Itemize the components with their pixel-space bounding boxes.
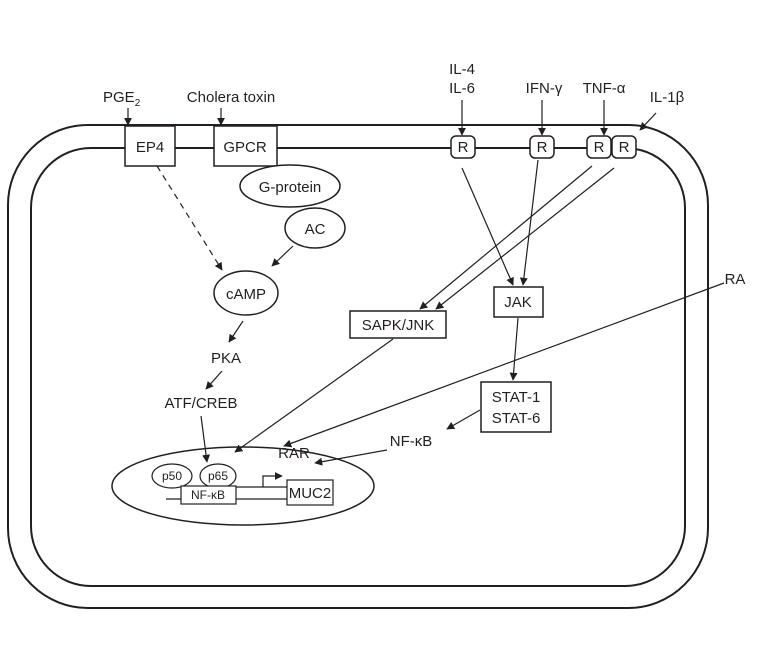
sapk-jnk-box: SAPK/JNK: [349, 310, 447, 339]
p65-subunit: p65: [199, 463, 237, 489]
svg-text:R: R: [619, 139, 630, 156]
arrow-camp-pka: [228, 320, 244, 343]
svg-text:STAT-1: STAT-1: [492, 389, 541, 406]
arrow-pka-atf: [205, 370, 223, 390]
svg-text:R: R: [458, 139, 469, 156]
p50-subunit: p50: [151, 463, 193, 489]
arrow-ifn-jak: [519, 159, 539, 286]
svg-text:GPCR: GPCR: [223, 139, 267, 156]
il-receptor: R: [450, 135, 476, 159]
nfkb-binding-site: NF-κB: [180, 485, 237, 505]
svg-text:MUC2: MUC2: [289, 485, 332, 502]
cell-membrane-outer: [7, 124, 709, 609]
il6-label: IL-6: [449, 80, 475, 97]
arrow-tnf-sapk: [419, 165, 593, 310]
arrow-ac-camp: [271, 245, 294, 267]
arrow-nfkb-nucleus: [314, 449, 388, 466]
jak-box: JAK: [493, 286, 544, 318]
il4-label: IL-4: [449, 61, 475, 78]
il1-receptor: R: [611, 135, 637, 159]
svg-text:R: R: [537, 139, 548, 156]
svg-text:JAK: JAK: [504, 294, 532, 311]
arrow-il1-receptor: [639, 112, 657, 131]
svg-text:G-protein: G-protein: [259, 179, 322, 196]
g-protein-node: G-protein: [239, 164, 341, 208]
svg-text:R: R: [594, 139, 605, 156]
arrow-jak-stat: [509, 317, 519, 381]
svg-text:SAPK/JNK: SAPK/JNK: [362, 317, 435, 334]
svg-text:EP4: EP4: [136, 139, 164, 156]
ep4-receptor: EP4: [124, 125, 176, 167]
ifn-receptor: R: [529, 135, 555, 159]
ra-label: RA: [725, 271, 746, 288]
gpcr-receptor: GPCR: [213, 125, 278, 167]
cholera-toxin-label: Cholera toxin: [187, 89, 275, 106]
arrow-ra-rar: [283, 282, 725, 448]
stat-box: STAT-1 STAT-6: [480, 381, 552, 433]
svg-text:cAMP: cAMP: [226, 286, 266, 303]
svg-text:p65: p65: [208, 469, 228, 483]
arrow-stat-nfkb: [446, 409, 481, 430]
tnf-alpha-label: TNF-α: [583, 80, 626, 97]
nfkb-label: NF-κB: [390, 433, 433, 450]
tnf-receptor: R: [586, 135, 612, 159]
transcription-start-arrow: [262, 472, 283, 487]
pka-label: PKA: [211, 350, 241, 367]
svg-text:AC: AC: [305, 221, 326, 238]
ifn-gamma-label: IFN-γ: [526, 80, 563, 97]
arrow-ep4-camp-dashed: [156, 165, 223, 271]
arrow-il1-sapk: [435, 167, 615, 310]
svg-text:p50: p50: [162, 469, 182, 483]
ac-node: AC: [284, 207, 346, 249]
arrow-il-jak: [461, 167, 514, 286]
cell-membrane-inner: [30, 147, 686, 587]
arrow-atf-nucleus: [200, 415, 211, 463]
svg-text:STAT-6: STAT-6: [492, 410, 541, 427]
pge2-label: PGE2: [103, 89, 141, 109]
nucleus: [111, 446, 375, 526]
arrow-sapk-nucleus: [234, 338, 394, 453]
svg-text:NF-κB: NF-κB: [191, 488, 225, 502]
camp-node: cAMP: [213, 270, 279, 316]
il1-beta-label: IL-1β: [650, 89, 685, 106]
rar-label: RAR: [278, 445, 310, 462]
muc2-gene: MUC2: [286, 479, 334, 506]
atf-creb-label: ATF/CREB: [164, 395, 237, 412]
